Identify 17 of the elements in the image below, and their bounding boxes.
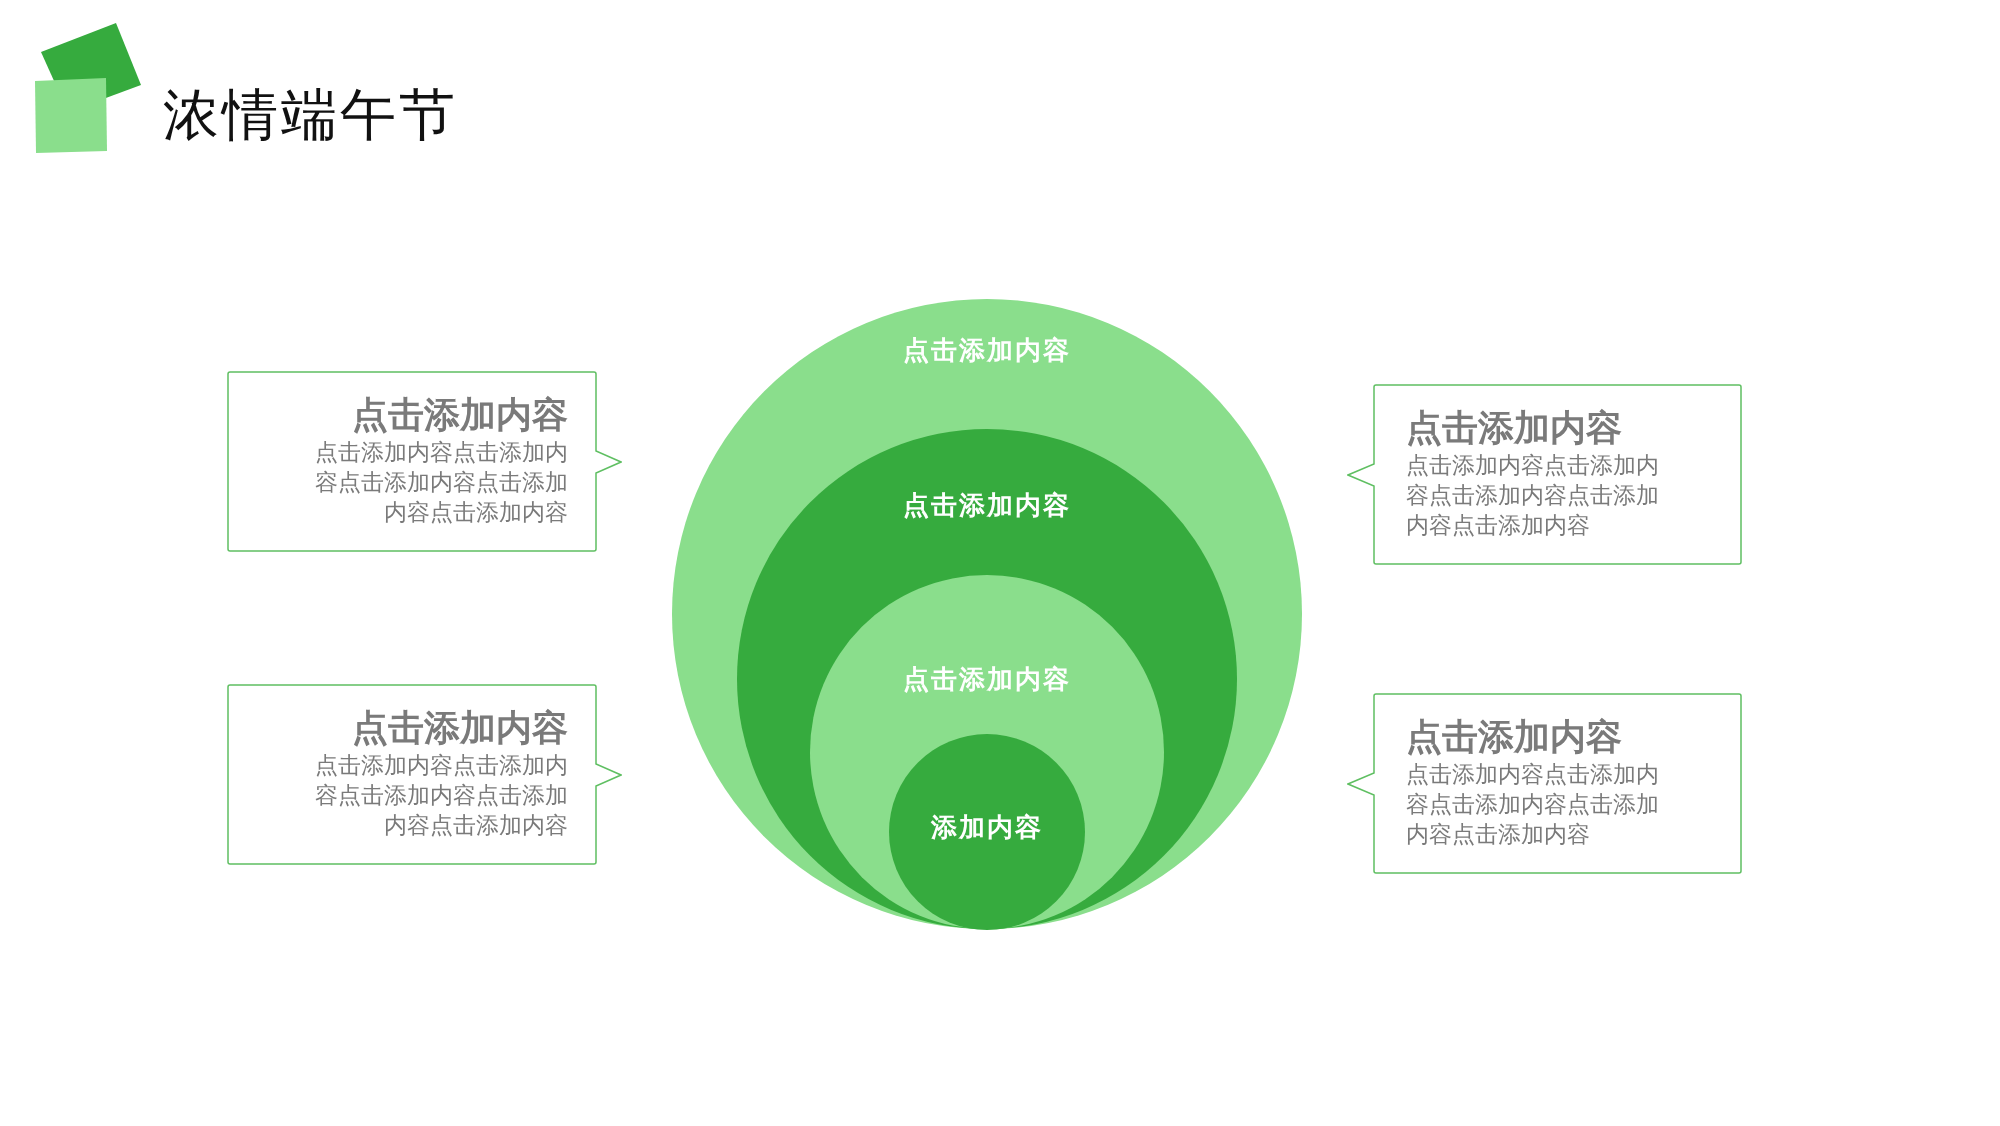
callout-text: 点击添加内容点击添加内容点击添加内容点击添加内容点击添加内容 xyxy=(314,438,568,527)
title: 浓情端午节 xyxy=(163,82,458,148)
circle-label: 点击添加内容 xyxy=(902,663,1072,696)
callout-text: 点击添加内容点击添加内容点击添加内容点击添加内容点击添加内容 xyxy=(1406,760,1660,849)
callout-box xyxy=(227,371,622,552)
callout-text: 点击添加内容点击添加内容点击添加内容点击添加内容点击添加内容 xyxy=(1406,451,1660,540)
callout-heading: 点击添加内容 xyxy=(352,706,568,750)
callout-box xyxy=(1347,693,1742,874)
circle-label: 添加内容 xyxy=(930,811,1044,844)
callout-text: 点击添加内容点击添加内容点击添加内容点击添加内容点击添加内容 xyxy=(314,751,568,840)
circle-label: 点击添加内容 xyxy=(902,489,1072,522)
callout-box xyxy=(227,684,622,865)
callout-heading: 点击添加内容 xyxy=(352,393,568,437)
callout-box xyxy=(1347,384,1742,565)
circle-label: 点击添加内容 xyxy=(902,334,1072,367)
callout-heading: 点击添加内容 xyxy=(1406,406,1622,450)
callout-heading: 点击添加内容 xyxy=(1406,715,1622,759)
